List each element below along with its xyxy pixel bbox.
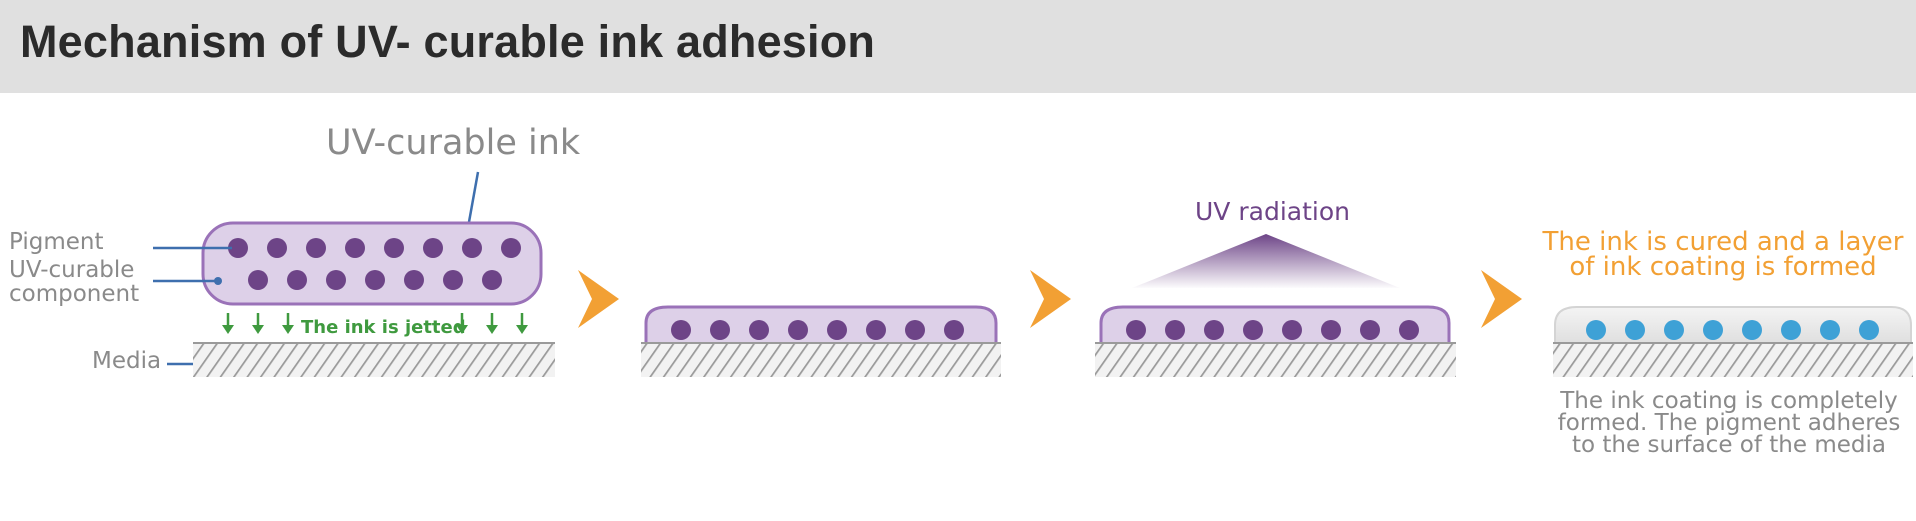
- stage-4-cured: The ink is cured and a layer of ink coat…: [1542, 227, 1913, 458]
- pigment-dot: [1703, 320, 1723, 340]
- pigment-dot: [1321, 320, 1341, 340]
- pigment-dot: [326, 270, 346, 290]
- final-caption-line-1: The ink coating is completely: [1559, 388, 1898, 414]
- pigment-dot: [384, 238, 404, 258]
- jet-arrows-left: [222, 313, 294, 334]
- mechanism-diagram: UV-curable ink Pigment UV-curable compon…: [9, 123, 1913, 458]
- pigment-dot: [423, 238, 443, 258]
- pigment-dot: [1859, 320, 1879, 340]
- pigment-dot: [1399, 320, 1419, 340]
- media-substrate: [1095, 343, 1456, 377]
- pigment-dot: [944, 320, 964, 340]
- media-label: Media: [92, 348, 161, 374]
- pigment-dot: [365, 270, 385, 290]
- pigment-dot: [1625, 320, 1645, 340]
- pigment-dot: [788, 320, 808, 340]
- pigment-dot: [482, 270, 502, 290]
- pigment-dot: [287, 270, 307, 290]
- arrow-down-icon: [222, 313, 234, 334]
- media-substrate: [641, 343, 1001, 377]
- page-title: Mechanism of UV- curable ink adhesion: [20, 16, 876, 67]
- ink-droplet: [201, 221, 543, 306]
- ink-layer: [1099, 305, 1451, 347]
- final-caption-line-2: formed. The pigment adheres: [1558, 410, 1901, 436]
- pigment-dot: [228, 238, 248, 258]
- ink-label: UV-curable ink: [326, 123, 581, 163]
- pigment-dot: [1204, 320, 1224, 340]
- pigment-dot: [1742, 320, 1762, 340]
- pigment-dot: [404, 270, 424, 290]
- component-label-line-1: UV-curable: [9, 257, 134, 283]
- pigment-dot: [710, 320, 730, 340]
- pigment-dot: [1586, 320, 1606, 340]
- pigment-dot: [306, 238, 326, 258]
- pigment-dot: [905, 320, 925, 340]
- pigment-row-top: [228, 238, 521, 258]
- component-label-line-2: component: [9, 281, 139, 307]
- pigment-row: [671, 320, 964, 340]
- chevron-right-icon: [578, 270, 619, 328]
- jetted-label: The ink is jetted: [301, 317, 466, 338]
- pigment-dot: [866, 320, 886, 340]
- diagram: UV-curable ink Pigment UV-curable compon…: [0, 93, 1916, 516]
- arrow-down-icon: [252, 313, 264, 334]
- ink-layer: [644, 305, 998, 347]
- stage-3-uv-radiation: UV radiation: [1095, 197, 1456, 377]
- stage-2-spread: [641, 305, 1001, 377]
- ink-leader-line: [467, 171, 480, 223]
- pigment-row-bottom: [248, 270, 502, 290]
- pigment-dot: [345, 238, 365, 258]
- stage-1-jetting: UV-curable ink Pigment UV-curable compon…: [9, 123, 581, 377]
- pigment-dot: [1243, 320, 1263, 340]
- pigment-dot: [1664, 320, 1684, 340]
- pigment-label: Pigment: [9, 229, 104, 255]
- component-leader-dot: [214, 277, 222, 285]
- final-caption-line-3: to the surface of the media: [1572, 432, 1886, 458]
- pigment-dot: [462, 238, 482, 258]
- pigment-dot: [1282, 320, 1302, 340]
- arrow-down-icon: [282, 313, 294, 334]
- pigment-dot: [671, 320, 691, 340]
- chevron-right-icon: [1481, 270, 1522, 328]
- pigment-dot: [827, 320, 847, 340]
- pigment-dot: [1360, 320, 1380, 340]
- jet-arrows-right: [456, 313, 528, 334]
- pigment-dot: [749, 320, 769, 340]
- chevron-right-icon: [1030, 270, 1071, 328]
- uv-radiation-label: UV radiation: [1195, 197, 1350, 226]
- pigment-dot: [1126, 320, 1146, 340]
- uv-beam: [1132, 234, 1400, 288]
- cured-heading-line-1: The ink is cured and a layer: [1542, 227, 1904, 257]
- arrow-down-icon: [456, 313, 468, 334]
- arrow-down-icon: [516, 313, 528, 334]
- media-substrate: [193, 343, 555, 377]
- pigment-dot: [267, 238, 287, 258]
- pigment-dot: [1781, 320, 1801, 340]
- pigment-dot: [248, 270, 268, 290]
- pigment-dot: [1820, 320, 1840, 340]
- pigment-row: [1126, 320, 1419, 340]
- pigment-dot: [501, 238, 521, 258]
- media-substrate: [1553, 343, 1913, 377]
- pigment-dot: [1165, 320, 1185, 340]
- pigment-dot: [443, 270, 463, 290]
- cured-pigment-row: [1586, 320, 1879, 340]
- cured-ink-coating: [1554, 306, 1912, 346]
- cured-heading-line-2: of ink coating is formed: [1569, 252, 1876, 282]
- title-bar: Mechanism of UV- curable ink adhesion: [0, 0, 1916, 93]
- arrow-down-icon: [486, 313, 498, 334]
